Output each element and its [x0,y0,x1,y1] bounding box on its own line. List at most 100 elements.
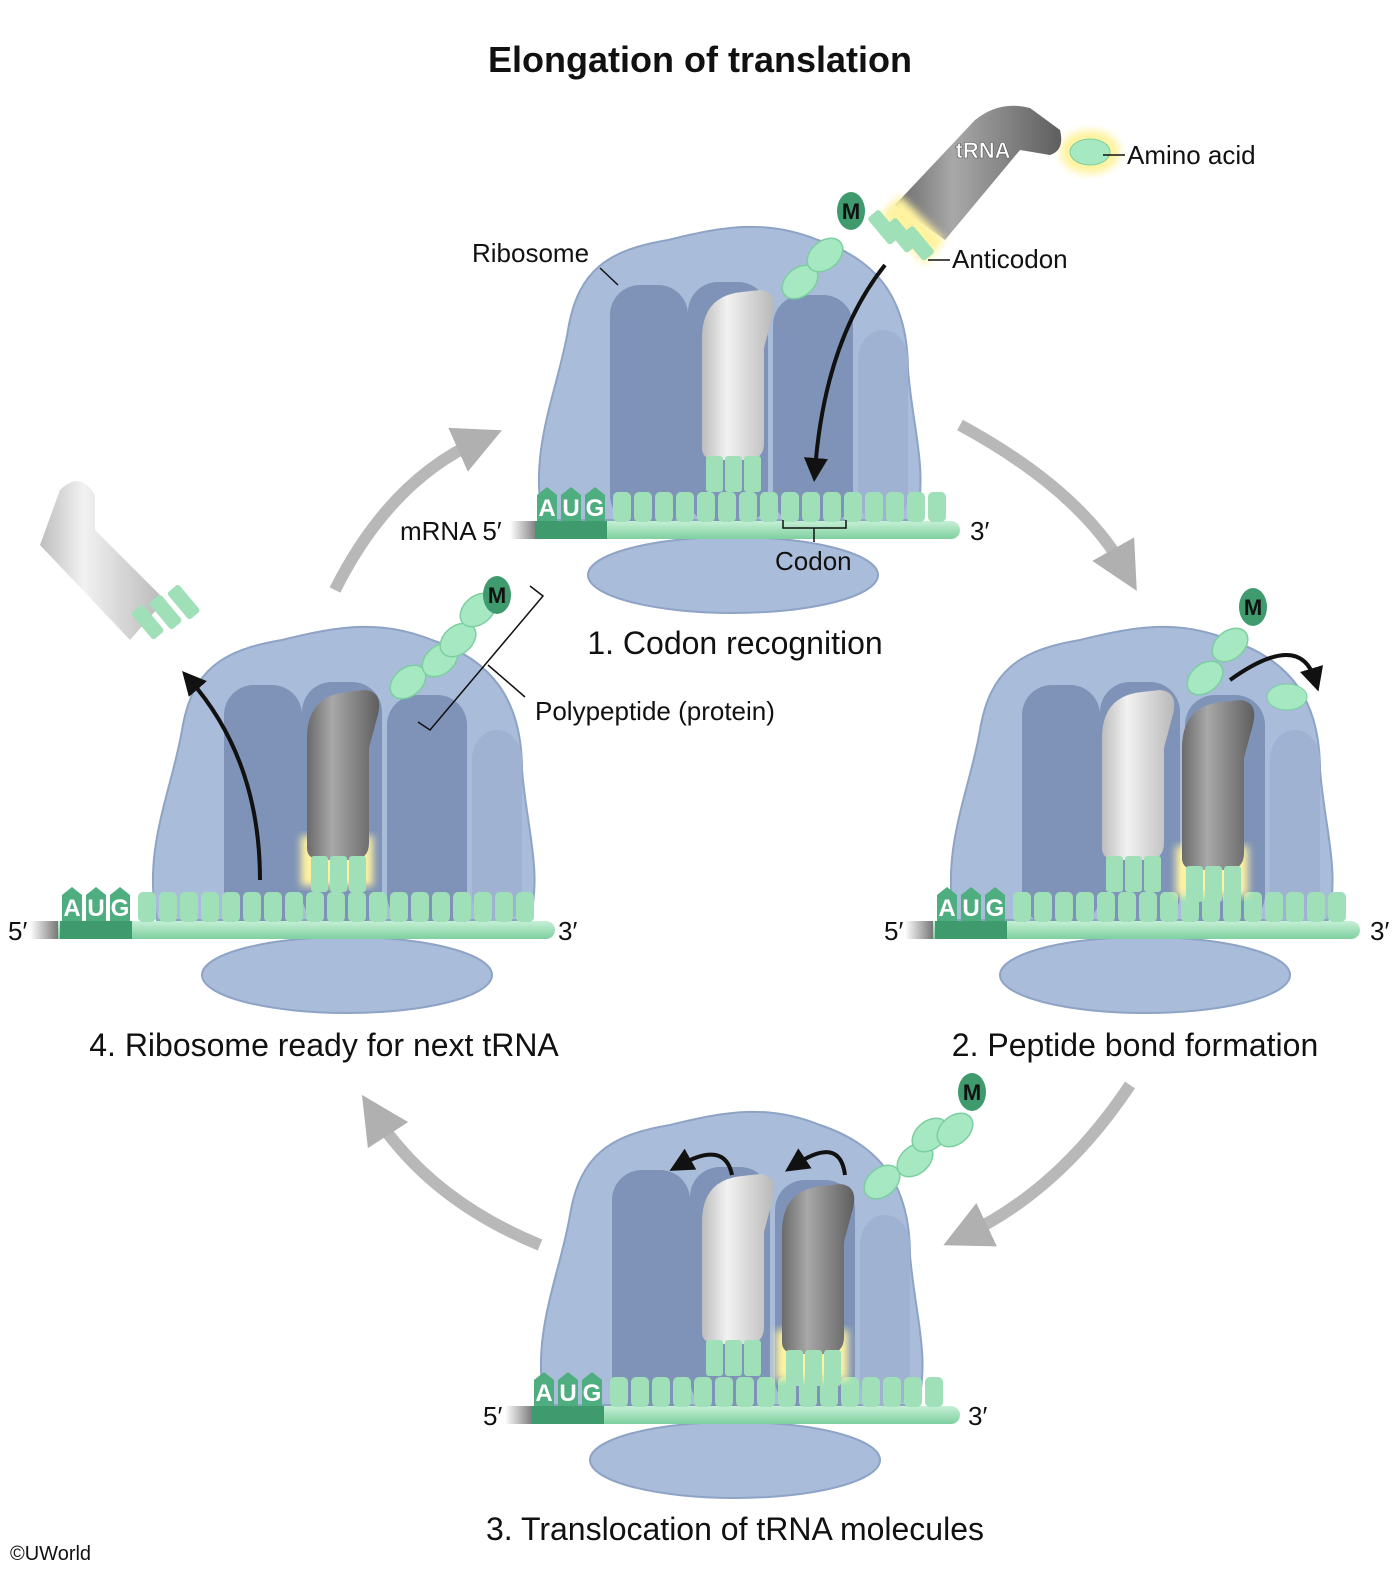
mrna-strand [505,1406,960,1424]
three-prime-label-4: 3′ [558,916,577,946]
anticodon-base [349,856,366,892]
translocation-arrow-1 [669,1148,734,1176]
mrna-base [453,892,471,922]
three-prime-label-1: 3′ [970,516,989,546]
mrna-base [432,892,450,922]
amino-acid [1186,660,1224,696]
start-codon-base [937,887,957,921]
ribosome-channel [612,1170,690,1410]
mrna-base [655,492,673,522]
translocation-arrow-2 [785,1148,847,1176]
trna-a-site-3 [776,1184,855,1386]
trna-body [307,690,380,860]
mrna-base [516,892,534,922]
mrna-base [411,892,429,922]
polypeptide-1: M [781,192,865,300]
start-codon-letter: G [986,895,1005,922]
mrna-base [613,492,631,522]
ribosome-label: Ribosome [472,238,589,268]
ribosome-channel [224,685,302,925]
anticodon-base [1144,856,1161,892]
five-prime-label-3: 5′ [483,1401,502,1431]
mrna-base [697,492,715,522]
start-codon-letter: A [63,895,80,922]
diagram-title: Elongation of translation [488,39,912,80]
cycle-arrow-3-to-4 [361,1094,543,1251]
mrna-base [390,892,408,922]
mrna-base [781,492,799,522]
methionine-letter: M [1244,595,1262,620]
mrna-base [676,492,694,522]
start-codon-letter: U [87,895,104,922]
start-codon-base [537,487,557,521]
codon-label: Codon [775,546,852,576]
three-prime-label-2: 3′ [1370,916,1389,946]
anticodon-base [706,456,723,492]
start-codon-base [585,487,605,521]
ribosome-channel [387,695,467,925]
mrna-base [243,892,261,922]
mrna-base [844,492,862,522]
mrna-base [715,1377,733,1407]
mrna-base [1034,892,1052,922]
mrna-base [306,892,324,922]
start-codon-letter: G [111,895,130,922]
amino-acid [1211,627,1249,663]
mrna-base [652,1377,670,1407]
mrna-base [1244,892,1262,922]
anticodon-base [824,1350,841,1386]
mrna-strand [30,921,555,939]
start-codon-segment [535,521,607,539]
ribosome-channel [860,1215,910,1410]
mrna-base [883,1377,901,1407]
ribosome-channel [1270,730,1320,925]
methionine-letter: M [842,199,860,224]
copyright: ©UWorld [10,1543,91,1565]
ribosome-channel [472,730,522,925]
five-prime-label-4: 5′ [8,916,27,946]
anticodon-base [902,226,934,261]
labels: Ribosome Amino acid Anticodon mRNA 5′ 3′… [8,140,1389,1565]
ribosome-channel [858,330,908,525]
mrna-strand [905,921,1360,939]
start-codon-segment [532,1406,604,1424]
start-codon-base [961,887,981,921]
polypeptide-label: Polypeptide (protein) [535,696,775,726]
small-subunit [589,1421,881,1499]
start-codon-letter: A [938,895,955,922]
anticodon-base [786,1350,803,1386]
mrna-base [673,1377,691,1407]
mrna-base [802,492,820,522]
mrna-base [823,492,841,522]
start-codon-base [582,1372,602,1406]
mrna-5-end [30,921,58,939]
three-prime-label-3: 3′ [968,1401,987,1431]
trna-body [1102,690,1175,860]
mrna-base [1286,892,1304,922]
mrna-base [610,1377,628,1407]
five-prime-label-2: 5′ [884,916,903,946]
methionine-letter: M [963,1080,981,1105]
anticodon-base [149,595,182,630]
start-codon-letter: G [586,495,605,522]
start-codon-letter: G [583,1380,602,1407]
anticodon-base [1125,856,1142,892]
mrna-base [348,892,366,922]
anticodon-base [167,585,200,620]
start-codon-letter: A [535,1380,552,1407]
polypeptide-3: M [863,1073,986,1200]
mrna-base [718,492,736,522]
anticodon-base [131,605,164,640]
mrna-base [474,892,492,922]
mrna-base [841,1377,859,1407]
cycle-arrow-4-to-1 [329,427,502,593]
trna-p-site-3 [702,1174,775,1376]
trna-p-site-4 [301,690,380,892]
cycle-arrow-1-to-2 [957,419,1137,591]
amino-acid [1069,138,1111,166]
trna-body [895,105,1062,240]
anticodon-base [725,1340,742,1376]
mrna-base [1265,892,1283,922]
